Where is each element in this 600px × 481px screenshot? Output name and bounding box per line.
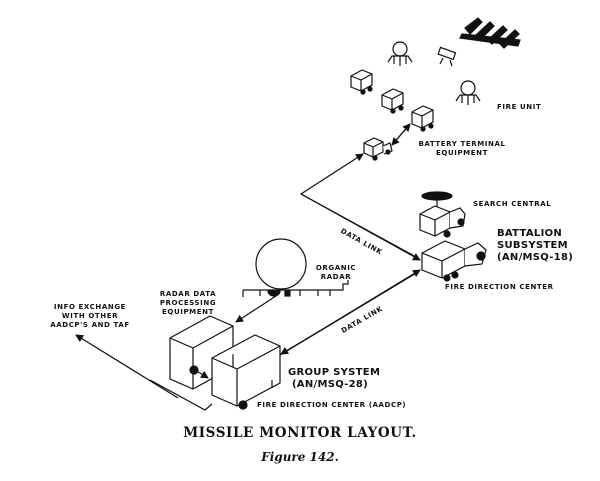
label-line: EQUIPMENT — [162, 308, 214, 316]
label-organic-radar: ORGANIC RADAR — [313, 264, 359, 282]
label-fire-unit: FIRE UNIT — [497, 103, 542, 111]
label-line: RADAR — [320, 273, 352, 281]
label-line: PROCESSING — [159, 299, 217, 307]
label-battalion-fire-direction-center: FIRE DIRECTION CENTER — [445, 283, 554, 291]
label-line: GROUP SYSTEM — [288, 367, 381, 378]
label-line: ORGANIC — [315, 264, 357, 272]
search-central-radar-icon — [419, 191, 466, 238]
battery-terminal-van-icon — [411, 105, 434, 132]
label-line: BATTERY TERMINAL — [418, 140, 506, 148]
label-info-exchange: INFO EXCHANGE WITH OTHER AADCP'S AND TAF — [48, 303, 132, 330]
fire-unit-van-icon — [350, 69, 373, 95]
label-line: SUBSYSTEM — [497, 240, 568, 251]
fire-unit-van-icon — [381, 88, 404, 114]
label-battalion-subsystem: BATTALION SUBSYSTEM (AN/MSQ-18) — [497, 228, 573, 264]
fire-unit-radar-dome-icon — [387, 41, 413, 66]
label-radar-data-processing-equipment: RADAR DATA PROCESSING EQUIPMENT — [148, 290, 228, 317]
fire-unit-radar-dome-icon — [455, 80, 481, 105]
label-line: WITH OTHER — [61, 312, 119, 320]
label-line: (AN/MSQ-18) — [497, 252, 574, 263]
battalion-fdc-truck-icon — [421, 240, 487, 282]
label-line: RADAR DATA — [159, 290, 217, 298]
label-battery-terminal-equipment: BATTERY TERMINAL EQUIPMENT — [414, 140, 510, 158]
label-line: EQUIPMENT — [436, 149, 488, 157]
label-line: (AN/MSQ-28) — [291, 379, 369, 390]
label-line: BATTALION — [497, 228, 563, 239]
label-line: INFO EXCHANGE — [53, 303, 127, 311]
label-group-system: GROUP SYSTEM (AN/MSQ-28) — [288, 367, 381, 391]
figure-title: MISSILE MONITOR LAYOUT. — [183, 425, 417, 441]
label-line: AADCP'S AND TAF — [50, 321, 130, 329]
missile-launchers-icon — [459, 17, 521, 49]
launcher-stand-icon — [437, 46, 457, 67]
battery-terminal-truck-icon — [363, 137, 393, 161]
label-group-fire-direction-center: FIRE DIRECTION CENTER (AADCP) — [257, 401, 407, 409]
group-fdc-van-icon — [211, 334, 281, 410]
figure-number: Figure 142. — [261, 450, 339, 464]
label-search-central: SEARCH CENTRAL — [473, 200, 552, 208]
organic-radar-icon — [242, 238, 349, 297]
